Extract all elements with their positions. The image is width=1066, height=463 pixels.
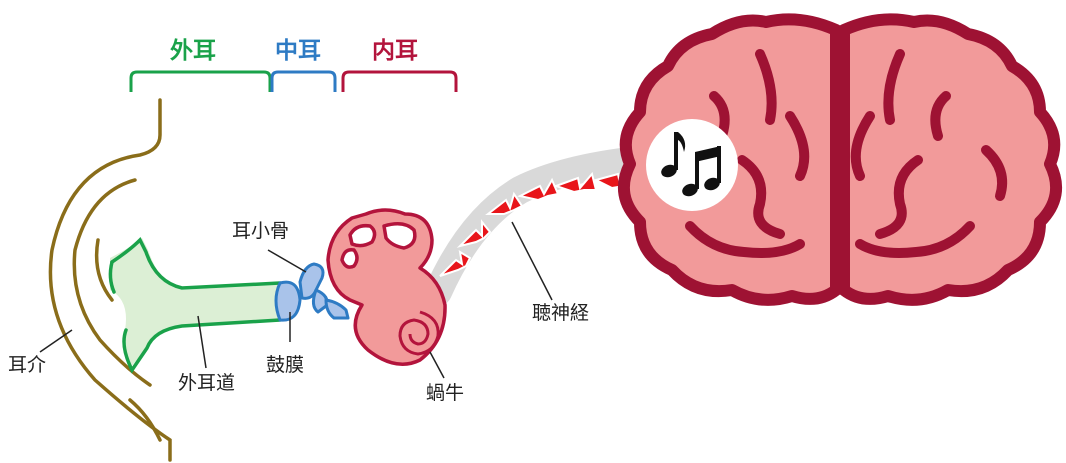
cochlea-label: 蝸牛: [426, 382, 465, 404]
leader-pinna: [39, 329, 73, 353]
arrow-4: [517, 177, 560, 202]
cochlea: [398, 310, 440, 356]
ossicles: [298, 262, 350, 320]
eardrum: [274, 280, 302, 322]
pinna: [48, 98, 172, 462]
signal-arrows: [439, 167, 638, 277]
pinna-label: 耳介: [8, 354, 47, 376]
leader-ossicles: [267, 249, 307, 273]
leader-auditory-nerve: [511, 221, 553, 301]
inner-ear-bracket: [341, 70, 458, 92]
arrow-5: [552, 171, 598, 194]
auditory-nerve-label: 聴神経: [532, 302, 590, 324]
ear-canal-label: 外耳道: [178, 372, 236, 394]
music-note-icon: [661, 132, 721, 197]
sound-bubble: [646, 119, 738, 211]
arrow-1: [439, 250, 472, 277]
inner-ear: [326, 208, 447, 366]
ear-canal: [110, 238, 280, 368]
leader-cochlea: [429, 351, 445, 379]
outer-ear-label: 外耳: [170, 38, 216, 64]
middle-ear-label: 中耳: [275, 38, 321, 64]
leader-lines: [39, 221, 553, 379]
leader-ear-canal: [197, 315, 207, 369]
ossicles-label: 耳小骨: [232, 220, 290, 242]
arrow-3: [485, 191, 524, 215]
inner-ear-label: 内耳: [372, 38, 418, 64]
middle-ear-bracket: [270, 70, 337, 92]
outer-ear-bracket: [129, 70, 272, 92]
ear-canal-top-lobe: [108, 260, 116, 294]
eardrum-label: 鼓膜: [266, 354, 305, 376]
brain-right-hemisphere: [838, 13, 1062, 306]
arrow-2: [456, 219, 492, 248]
auditory-nerve-band: [424, 144, 674, 306]
ear-canal-outline: [110, 237, 282, 374]
